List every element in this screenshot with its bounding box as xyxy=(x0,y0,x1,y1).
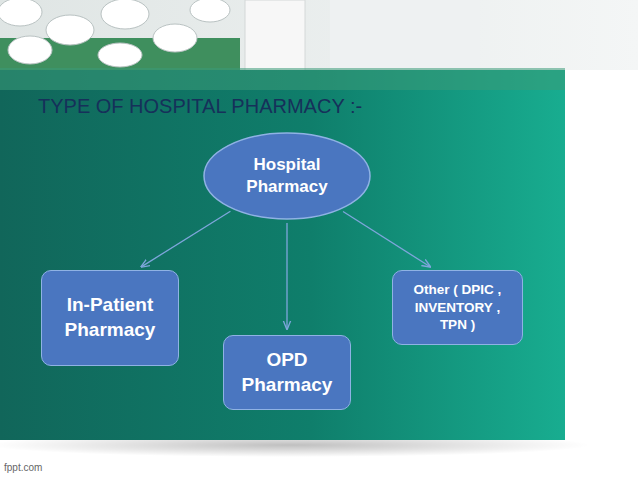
node-text: Other ( DPIC , INVENTORY , TPN ) xyxy=(400,281,515,334)
process-box: In-Patient Pharmacy xyxy=(41,270,179,366)
node-text: OPD Pharmacy xyxy=(233,348,341,397)
node-label: OPD Pharmacy xyxy=(233,348,341,397)
panel-band xyxy=(0,68,565,90)
arrow-connector xyxy=(286,223,287,329)
process-box: Other ( DPIC , INVENTORY , TPN ) xyxy=(392,270,523,345)
node-text: Hospital Pharmacy xyxy=(239,154,335,198)
medicine-tube xyxy=(245,0,305,72)
slide-panel xyxy=(0,70,565,440)
node-label: Hospital Pharmacy xyxy=(239,154,335,198)
process-box: OPD Pharmacy xyxy=(223,335,351,410)
pills xyxy=(0,0,230,67)
watermark: fppt.com xyxy=(4,462,42,473)
arrow-connector xyxy=(343,212,430,267)
arrow-connector xyxy=(141,211,230,267)
node-text: In-Patient Pharmacy xyxy=(49,293,171,342)
ellipse-outline xyxy=(203,132,371,220)
node-label: Other ( DPIC , INVENTORY , TPN ) xyxy=(400,281,515,334)
packet xyxy=(330,0,480,70)
node-label: In-Patient Pharmacy xyxy=(49,293,171,342)
slide-title: TYPE OF HOSPITAL PHARMACY :- xyxy=(38,95,362,118)
root-ellipse: Hospital Pharmacy xyxy=(203,132,371,220)
ellipse-shape xyxy=(204,133,370,219)
